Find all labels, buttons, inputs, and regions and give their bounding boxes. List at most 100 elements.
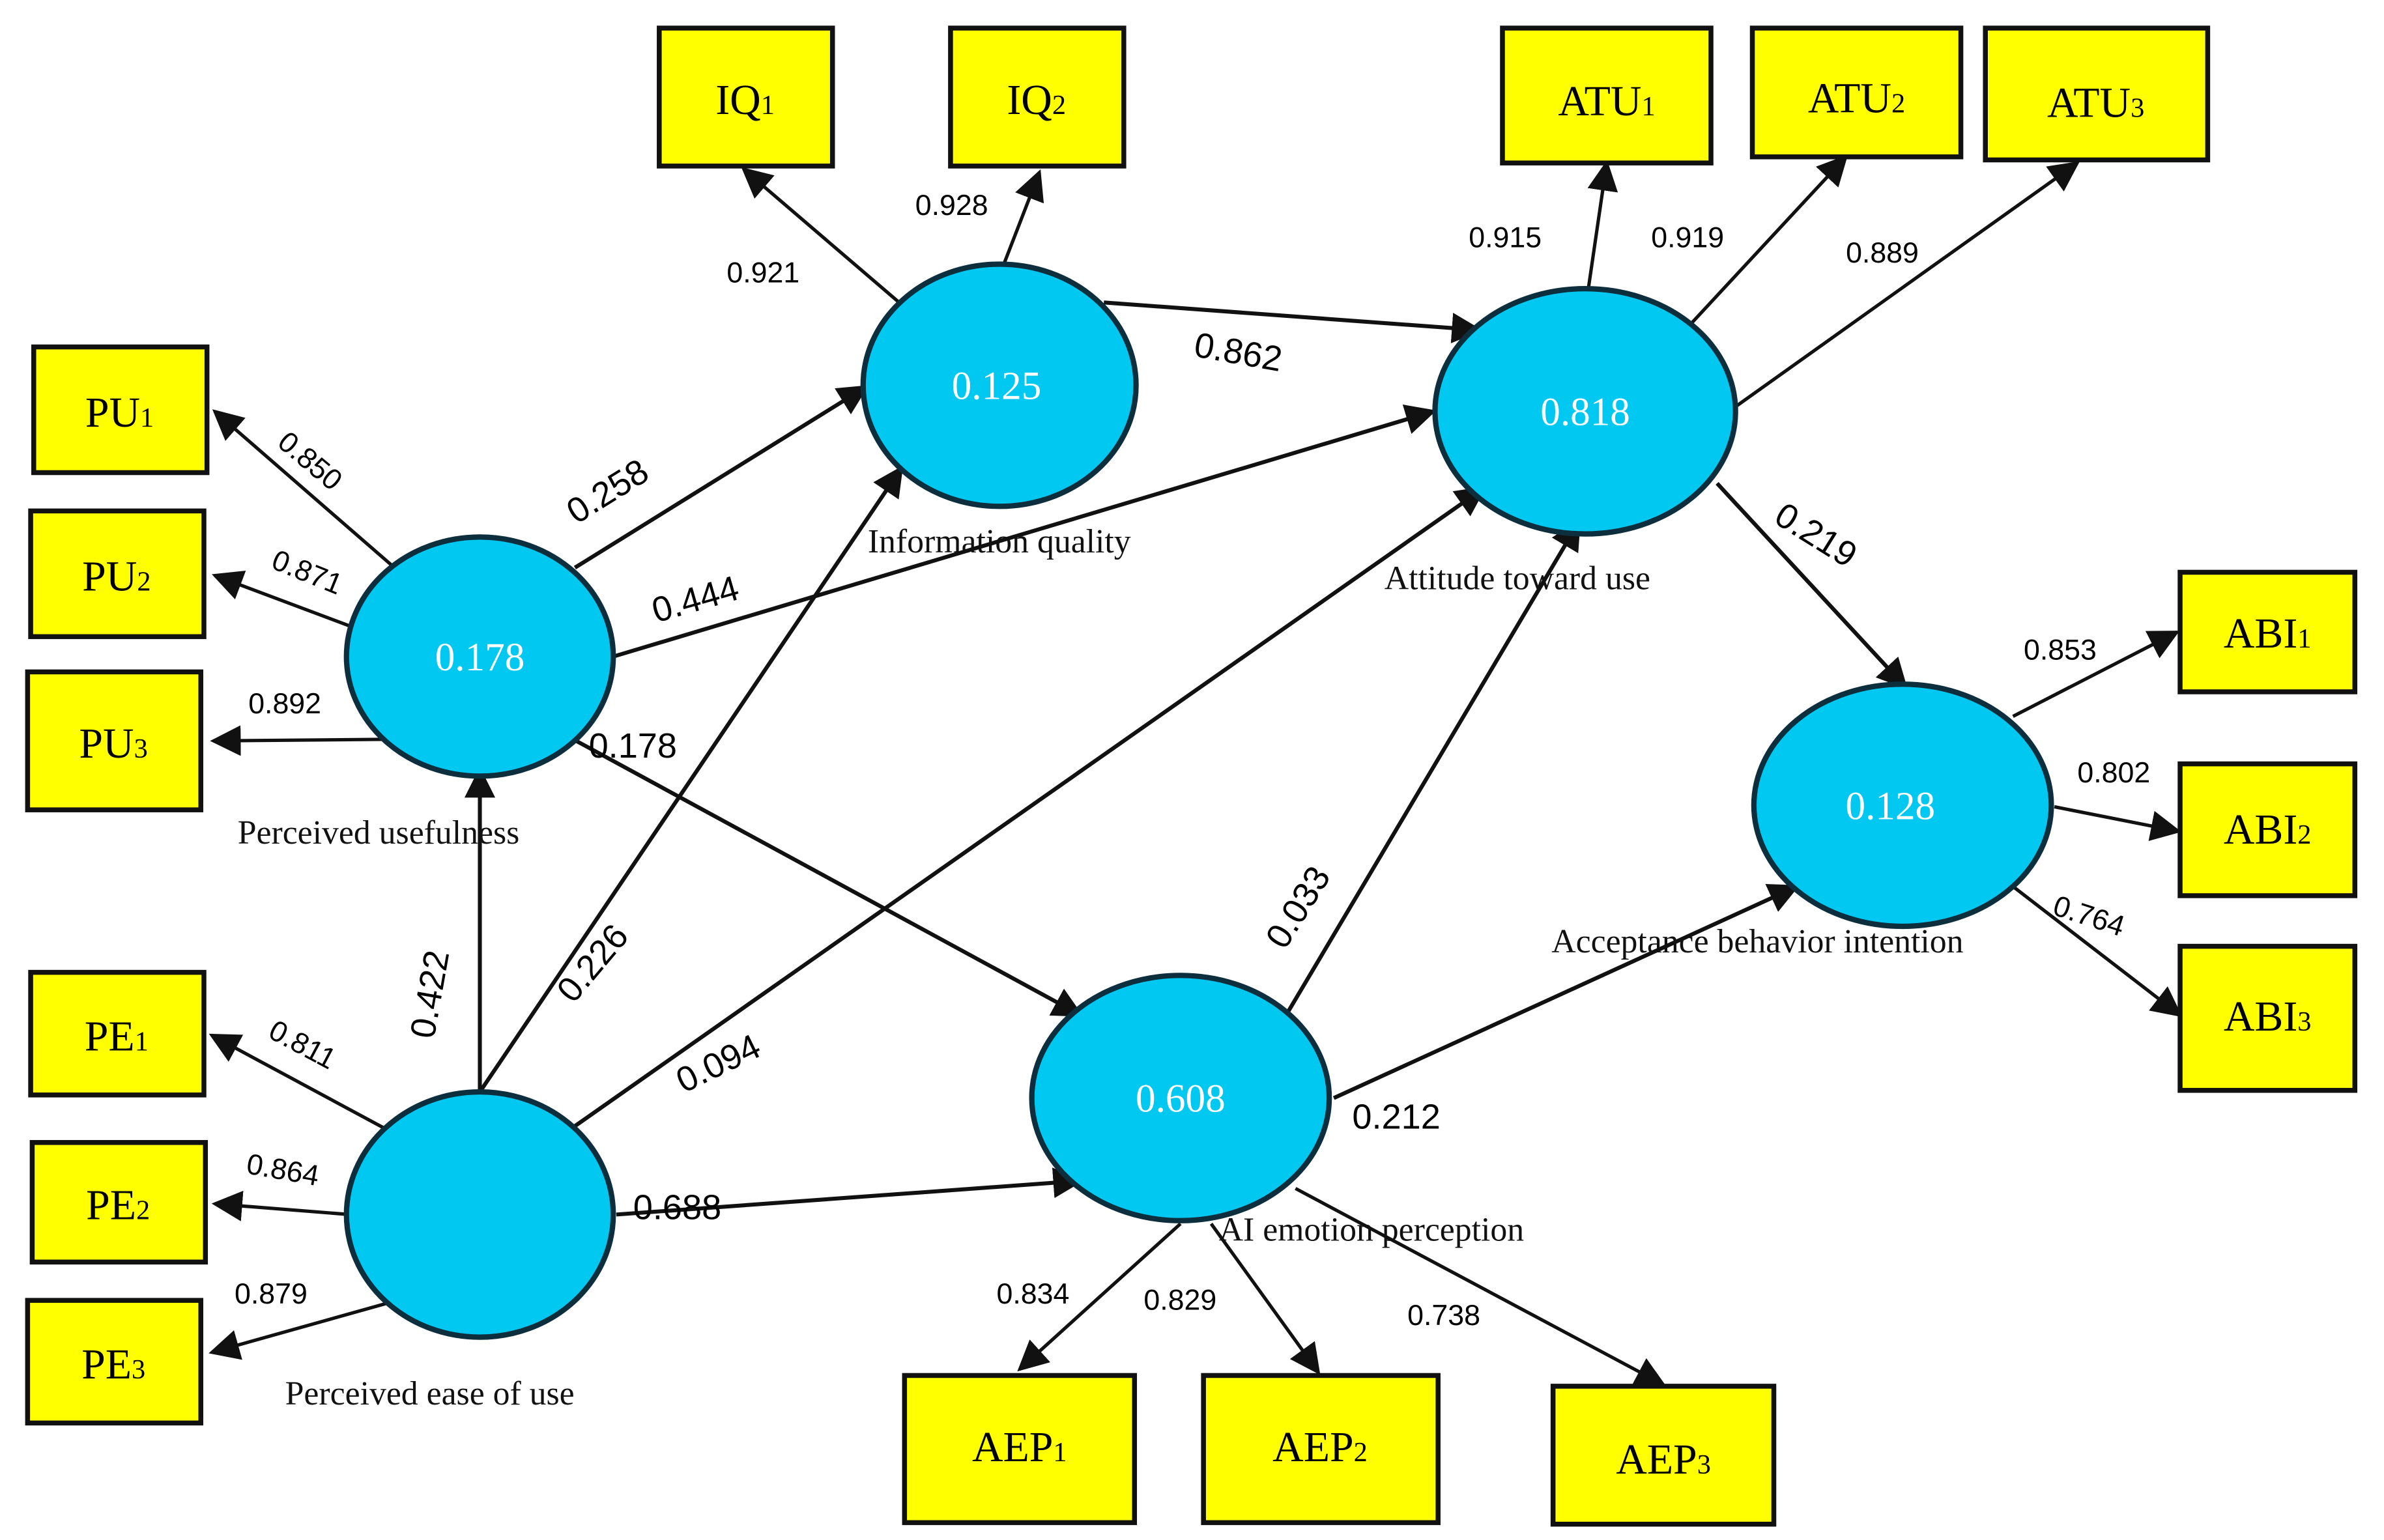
edge-aep-aep2 (1209, 1222, 1321, 1375)
loading-aep3: 0.738 (1407, 1300, 1480, 1332)
loading-iq1: 0.921 (726, 257, 799, 289)
edge-pe-pe1 (208, 1033, 392, 1134)
edge-aep-aep1 (1017, 1222, 1182, 1372)
indicator-aep2: AEP2 (1201, 1373, 1441, 1526)
loading-pu1: 0.850 (272, 425, 348, 496)
path-iq-atu: 0.862 (1192, 325, 1285, 379)
path-pu-iq: 0.258 (560, 451, 655, 532)
edge-atu-atu3 (1734, 161, 2080, 408)
edge-pe-pe3 (208, 1302, 387, 1360)
name-ai-emotion-perception: AI emotion perception (1219, 1211, 1525, 1248)
svg-text:PU2: PU2 (82, 553, 151, 601)
loading-pu3: 0.892 (248, 688, 321, 720)
loading-atu3: 0.889 (1846, 237, 1919, 269)
indicator-atu1: ATU1 (1500, 25, 1714, 165)
construct-acceptance-behavior-intention: 0.128 (1751, 681, 2054, 930)
indicator-iq2: IQ2 (948, 25, 1127, 169)
svg-text:ABI2: ABI2 (2224, 806, 2312, 853)
r2-perceived-usefulness: 0.178 (435, 635, 525, 679)
loading-pe1: 0.811 (264, 1014, 341, 1076)
edge-pe-aep (616, 1167, 1084, 1217)
indicator-pu1: PU1 (31, 344, 210, 476)
edge-iq-atu (1103, 300, 1483, 344)
indicator-atu2: ATU2 (1749, 25, 1964, 160)
edge-pe-iq (478, 465, 904, 1093)
loading-atu1: 0.915 (1469, 222, 1542, 254)
path-aep-atu: 0.033 (1258, 859, 1338, 955)
path-pe-atu: 0.094 (670, 1027, 766, 1100)
name-perceived-ease-of-use: Perceived ease of use (285, 1375, 575, 1412)
edge-pu-pu3 (210, 725, 384, 756)
edge-pe-atu (572, 486, 1487, 1129)
edge-pe-pe2 (211, 1190, 350, 1221)
construct-perceived-ease-of-use (343, 1089, 616, 1340)
edge-atu-abi (1716, 481, 1908, 690)
name-information-quality: Information quality (868, 523, 1131, 560)
indicator-aep3: AEP3 (1550, 1384, 1777, 1527)
path-pe-aep: 0.688 (633, 1188, 721, 1227)
edge-aep-abi (1332, 884, 1800, 1100)
edge-atu-atu1 (1585, 160, 1618, 300)
svg-text:PE2: PE2 (86, 1181, 150, 1229)
svg-text:PE1: PE1 (85, 1013, 149, 1061)
svg-text:ATU1: ATU1 (1558, 78, 1655, 125)
indicator-pe3: PE3 (25, 1298, 204, 1426)
r2-attitude-toward-use: 0.818 (1540, 390, 1630, 435)
edge-pu-pu1 (212, 409, 392, 566)
edge-pu-pu2 (212, 571, 351, 628)
edge-iq-iq1 (741, 167, 906, 309)
r2-acceptance-behavior-intention: 0.128 (1846, 784, 1936, 828)
indicator-abi3: ABI3 (2177, 943, 2358, 1093)
construct-attitude-toward-use: 0.818 (1432, 286, 1738, 537)
loading-pe3: 0.879 (235, 1278, 308, 1310)
loading-abi2: 0.802 (2077, 757, 2150, 789)
loading-aep1: 0.834 (996, 1278, 1069, 1310)
indicator-aep1: AEP1 (902, 1373, 1138, 1526)
name-perceived-usefulness: Perceived usefulness (238, 814, 520, 851)
construct-perceived-usefulness: 0.178 (343, 534, 616, 779)
loading-atu2: 0.919 (1651, 222, 1724, 254)
svg-text:PU1: PU1 (85, 389, 154, 436)
svg-text:IQ2: IQ2 (1007, 76, 1066, 124)
construct-ai-emotion-perception: 0.608 (1029, 973, 1332, 1223)
path-aep-abi: 0.212 (1352, 1098, 1440, 1137)
indicator-pe2: PE2 (29, 1140, 208, 1265)
edge-atu-atu2 (1686, 154, 1848, 328)
loading-iq2: 0.928 (915, 190, 988, 221)
constructs: 0.178 0.125 0.818 0.128 0.608 (343, 261, 2054, 1340)
svg-text:ABI1: ABI1 (2224, 610, 2312, 657)
edge-aep-atu (1285, 519, 1581, 1014)
loading-pu2: 0.871 (267, 544, 347, 601)
edge-aep-aep3 (1295, 1187, 1667, 1386)
path-pe-iq: 0.226 (549, 917, 636, 1009)
svg-text:PU3: PU3 (79, 720, 147, 767)
loading-abi3: 0.764 (2049, 890, 2128, 943)
svg-text:AEP3: AEP3 (1616, 1436, 1711, 1483)
edge-abi-abi1 (2012, 630, 2180, 718)
edge-pu-iq (573, 385, 869, 569)
indicator-abi2: ABI2 (2177, 761, 2358, 898)
indicator-pe1: PE1 (28, 969, 207, 1098)
construct-information-quality: 0.125 (860, 261, 1139, 509)
name-acceptance-behavior-intention: Acceptance behavior intention (1551, 923, 1963, 960)
svg-text:AEP2: AEP2 (1272, 1423, 1368, 1471)
edges (208, 154, 2183, 1386)
loading-abi1: 0.853 (2024, 635, 2097, 666)
path-pu-aep: 0.178 (589, 726, 677, 765)
edge-abi-abi3 (2011, 885, 2183, 1018)
svg-text:ATU3: ATU3 (2047, 79, 2144, 127)
edge-pu-aep (572, 737, 1084, 1018)
indicator-atu3: ATU3 (1983, 25, 2211, 163)
path-pe-pu: 0.422 (403, 947, 457, 1041)
loading-aep2: 0.829 (1143, 1284, 1216, 1316)
indicator-pu2: PU2 (28, 508, 207, 640)
svg-text:IQ1: IQ1 (715, 76, 775, 124)
indicator-boxes: PU1 PU2 PU3 PE1 PE2 PE3 IQ1 IQ2 (25, 25, 2358, 1527)
indicator-iq1: IQ1 (657, 25, 835, 169)
name-attitude-toward-use: Attitude toward use (1385, 560, 1650, 597)
svg-text:AEP1: AEP1 (972, 1423, 1067, 1471)
path-atu-abi: 0.219 (1768, 495, 1864, 575)
svg-text:ABI3: ABI3 (2224, 993, 2312, 1040)
